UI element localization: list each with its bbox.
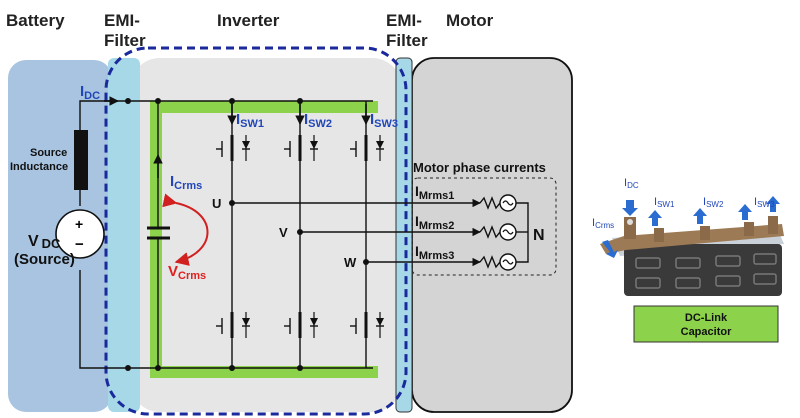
- capacitor-current-arrows: [602, 196, 780, 258]
- dc-link-capacitor-label-line2: Capacitor: [681, 326, 732, 338]
- capacitor-body: [624, 244, 782, 296]
- header-emi-filter-right-line2: Filter: [386, 31, 428, 50]
- motor-block: [411, 57, 573, 413]
- photo-idc-label: IDC: [624, 177, 639, 190]
- header-battery: Battery: [6, 11, 65, 30]
- dc-link-capacitor-label-box: [633, 305, 779, 343]
- dc-link-capacitor-photo: [600, 216, 784, 296]
- igbt-low-side-1: [216, 312, 250, 338]
- igbt-low-side-3: [350, 312, 384, 338]
- dc-link-capacitor-label-line1: DC-Link: [685, 312, 728, 324]
- emi-filter-left: [108, 58, 140, 412]
- source-inductance-label-line1: Source: [30, 147, 67, 159]
- phase-u-label: U: [212, 196, 221, 211]
- igbt-high-side-1: [216, 135, 250, 161]
- igbt-high-side-2: [284, 135, 318, 161]
- dc-link-dashed-outline: [104, 46, 408, 416]
- emi-filter-right: [395, 57, 413, 413]
- dc-positive-rail: [79, 100, 373, 130]
- motor-windings: [479, 194, 529, 271]
- source-label: (Source): [14, 251, 75, 268]
- motor-phase-currents-box: [411, 177, 557, 276]
- isw3-label: ISW3: [370, 111, 398, 130]
- photo-isw1-label: ISW1: [654, 196, 675, 209]
- photo-isw3-label: ISW3: [754, 196, 775, 209]
- source-inductance-label-line2: Inductance: [10, 161, 68, 173]
- neutral-label: N: [533, 227, 545, 244]
- photo-isw2-label: ISW2: [703, 196, 724, 209]
- header-motor: Motor: [446, 11, 494, 30]
- dc-negative-rail: [79, 270, 373, 369]
- vcrms-ripple-arrow: [162, 193, 209, 266]
- header-emi-filter-right-line1: EMI-: [386, 11, 422, 30]
- terminal-sw3: [744, 222, 754, 236]
- header-inverter: Inverter: [217, 11, 280, 30]
- photo-icrms-label: ICrms: [592, 217, 614, 230]
- inverter-block: [130, 58, 402, 412]
- motor-phase-currents-title: Motor phase currents: [413, 160, 546, 175]
- voltage-source-symbol: [55, 209, 105, 259]
- header-emi-filter-left-line1: EMI-: [104, 11, 140, 30]
- isw2-label: ISW2: [304, 111, 332, 130]
- igbt-low-side-2: [284, 312, 318, 338]
- terminal-right: [768, 216, 778, 234]
- icrms-label: ICrms: [170, 173, 202, 192]
- node-dot: [125, 365, 131, 371]
- source-plus-sign: +: [75, 216, 83, 232]
- phase-w-label: W: [344, 255, 357, 270]
- inverter-legs: [216, 98, 384, 371]
- terminal-dc: [624, 217, 636, 239]
- terminal-sw1: [654, 228, 664, 242]
- imrms2-label: IMrms2: [415, 213, 454, 232]
- header-emi-filter-left-line2: Filter: [104, 31, 146, 50]
- phase-v-label: V: [279, 225, 288, 240]
- source-minus-sign: −: [75, 236, 84, 253]
- imrms3-label: IMrms3: [415, 243, 454, 262]
- vcrms-label: VCrms: [168, 263, 206, 282]
- source-inductance-symbol: [74, 130, 88, 190]
- idc-label: IDC: [80, 83, 100, 102]
- node-dot: [125, 98, 131, 104]
- isw1-label: ISW1: [236, 111, 264, 130]
- imrms1-label: IMrms1: [415, 183, 454, 202]
- terminal-sw2: [700, 226, 710, 240]
- capacitor-busbar: [600, 224, 784, 254]
- igbt-high-side-3: [350, 135, 384, 161]
